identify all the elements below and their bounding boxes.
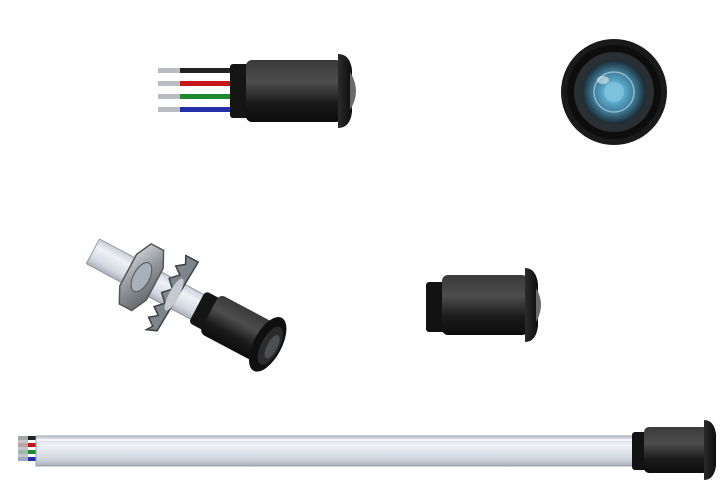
long-sleeve xyxy=(35,435,645,467)
led-side-with-wires-view xyxy=(158,54,356,128)
front-flange xyxy=(338,54,352,128)
rear-collar xyxy=(230,64,250,118)
led-full-length-with-sleeve-view xyxy=(18,420,716,480)
led-isometric-with-nut-washer-view xyxy=(85,238,287,372)
long-housing-body xyxy=(644,427,708,473)
led-side-bare-view xyxy=(426,268,541,342)
star-washer-icon xyxy=(143,254,200,332)
led-front-lens-view xyxy=(561,39,667,145)
iso-rear-collar xyxy=(190,292,220,330)
wire-bundle xyxy=(158,68,236,112)
hex-nut-icon xyxy=(118,242,165,312)
bare-lens-dome xyxy=(536,288,541,322)
housing-body xyxy=(246,60,342,122)
full-wire-stubs xyxy=(18,436,42,461)
lens-dome xyxy=(350,72,356,110)
long-front-flange xyxy=(704,420,716,480)
bare-front-flange xyxy=(525,268,538,342)
bare-housing-body xyxy=(442,275,528,335)
